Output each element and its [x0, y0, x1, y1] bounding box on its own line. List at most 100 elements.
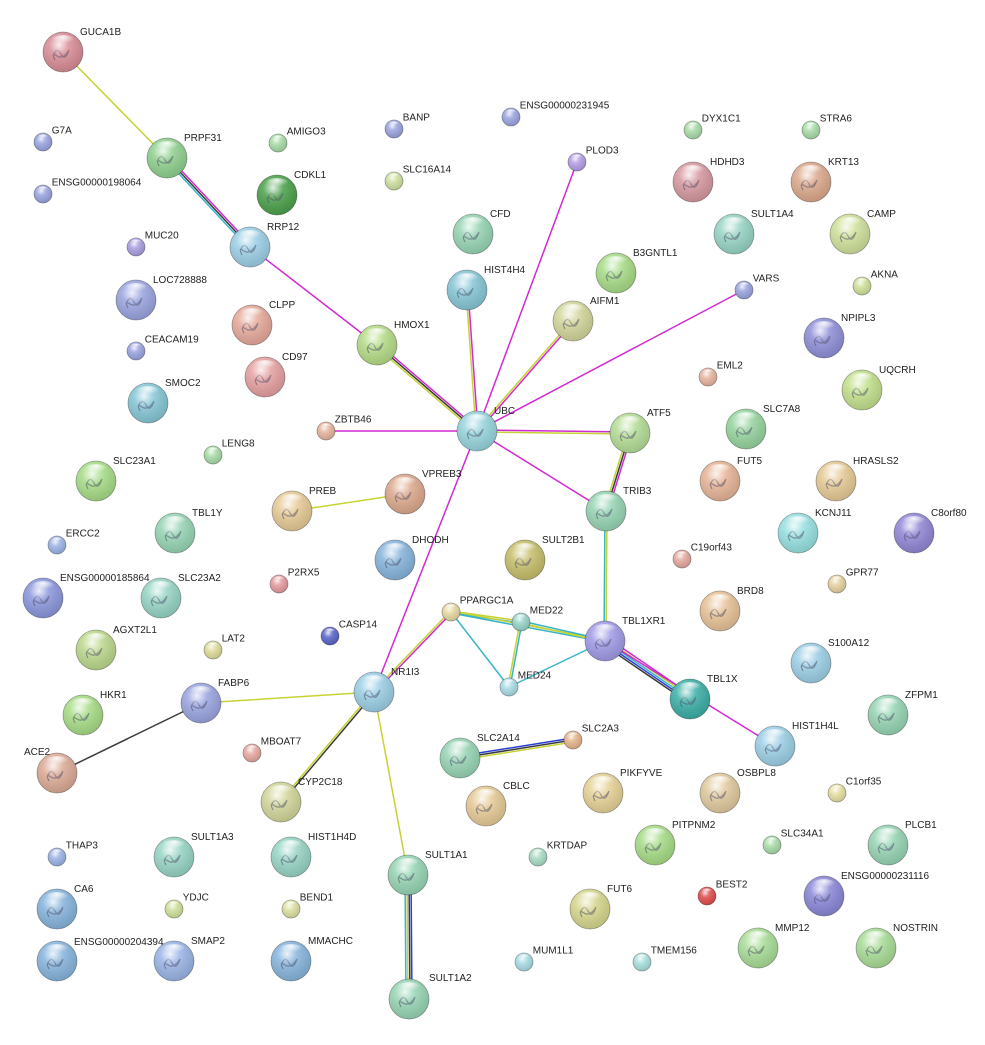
node-stra6[interactable]: STRA6 [801, 113, 852, 140]
node-smap2[interactable]: SMAP2 [153, 936, 225, 982]
node-plcb1[interactable]: PLCB1 [867, 820, 937, 866]
node-mmp12[interactable]: MMP12 [737, 923, 810, 969]
node-fut5[interactable]: FUT5 [699, 456, 762, 502]
node-guca1b[interactable]: GUCA1B [42, 27, 121, 73]
node-b3gntl1[interactable]: B3GNTL1 [595, 248, 678, 294]
node-bend1[interactable]: BEND1 [281, 892, 334, 919]
node-loc728888[interactable]: LOC728888 [115, 275, 207, 321]
edge-ubc-atf5[interactable] [476, 429, 631, 435]
node-pikfyve[interactable]: PIKFYVE [582, 768, 663, 814]
node-fut6[interactable]: FUT6 [569, 884, 632, 930]
edge-nr1i3-sult1a1[interactable] [373, 691, 409, 876]
node-slc2a3[interactable]: SLC2A3 [563, 723, 619, 750]
node-best2[interactable]: BEST2 [697, 879, 748, 906]
node-g7a[interactable]: G7A [33, 125, 72, 152]
node-aifm1[interactable]: AIFM1 [552, 296, 620, 342]
node-slc2a14[interactable]: SLC2A14 [439, 733, 520, 779]
node-cfd[interactable]: CFD [452, 209, 511, 255]
node-thap3[interactable]: THAP3 [47, 840, 98, 867]
node-cblc[interactable]: CBLC [465, 781, 530, 827]
node-hrasls2[interactable]: HRASLS2 [815, 456, 899, 502]
node-ensg00000231945[interactable]: ENSG00000231945 [501, 100, 610, 127]
node-akna[interactable]: AKNA [852, 269, 898, 296]
node-lat2[interactable]: LAT2 [203, 633, 245, 660]
node-mboat7[interactable]: MBOAT7 [242, 736, 302, 763]
edge-plod3-ubc[interactable] [476, 161, 578, 432]
node-rrp12[interactable]: RRP12 [229, 222, 300, 268]
node-hist4h4[interactable]: HIST4H4 [446, 265, 526, 311]
node-ppargc1a[interactable]: PPARGC1A [441, 595, 514, 622]
node-trib3[interactable]: TRIB3 [585, 486, 652, 532]
node-vars[interactable]: VARS [734, 273, 780, 300]
node-leng8[interactable]: LENG8 [203, 438, 255, 465]
edge-sult1a1-sult1a2[interactable] [404, 874, 413, 1000]
edge-guca1b-prpf31[interactable] [62, 51, 168, 159]
node-prpf31[interactable]: PRPF31 [146, 133, 222, 179]
node-tbl1y[interactable]: TBL1Y [154, 508, 223, 554]
node-hist1h4l[interactable]: HIST1H4L [754, 721, 839, 767]
node-hist1h4d[interactable]: HIST1H4D [270, 832, 356, 878]
node-sult2b1[interactable]: SULT2B1 [504, 535, 585, 581]
node-slc23a2[interactable]: SLC23A2 [140, 573, 221, 619]
node-pitpnm2[interactable]: PITPNM2 [634, 820, 716, 866]
node-ca6[interactable]: CA6 [36, 884, 94, 930]
node-c8orf80[interactable]: C8orf80 [893, 508, 967, 554]
node-tbl1xr1[interactable]: TBL1XR1 [584, 616, 666, 662]
node-med24[interactable]: MED24 [499, 670, 552, 697]
node-nostrin[interactable]: NOSTRIN [855, 923, 938, 969]
node-ydjc[interactable]: YDJC [164, 892, 209, 919]
node-kcnj11[interactable]: KCNJ11 [777, 508, 852, 554]
node-krtdap[interactable]: KRTDAP [528, 840, 587, 867]
node-cyp2c18[interactable]: CYP2C18 [260, 777, 343, 823]
node-vpreb3[interactable]: VPREB3 [384, 469, 462, 515]
edge-vars-ubc[interactable] [476, 289, 745, 432]
edge-hmox1-ubc[interactable] [375, 342, 479, 434]
node-preb[interactable]: PREB [271, 486, 337, 532]
edge-ubc-trib3[interactable] [476, 430, 607, 512]
edge-med22-med24[interactable] [507, 621, 523, 688]
node-ensg00000231116[interactable]: ENSG00000231116 [803, 871, 929, 917]
node-uqcrh[interactable]: UQCRH [841, 365, 916, 411]
node-zfpm1[interactable]: ZFPM1 [867, 690, 938, 736]
edge-ubc-nr1i3[interactable] [373, 430, 478, 693]
node-tmem156[interactable]: TMEM156 [632, 945, 697, 972]
node-slc7a8[interactable]: SLC7A8 [725, 404, 801, 450]
node-ensg00000185864[interactable]: ENSG00000185864 [22, 573, 150, 619]
node-sult1a4[interactable]: SULT1A4 [713, 209, 794, 255]
node-hdhd3[interactable]: HDHD3 [672, 157, 745, 203]
node-dhodh[interactable]: DHODH [374, 535, 449, 581]
node-slc34a1[interactable]: SLC34A1 [762, 828, 824, 855]
edge-fabp6-ace2[interactable] [56, 702, 202, 774]
edge-hist4h4-ubc[interactable] [465, 289, 479, 432]
node-ace2[interactable]: ACE2 [24, 747, 78, 794]
edge-aifm1-ubc[interactable] [475, 319, 575, 433]
node-dyx1c1[interactable]: DYX1C1 [683, 113, 741, 140]
node-sult1a2[interactable]: SULT1A2 [388, 973, 472, 1020]
node-clpp[interactable]: CLPP [231, 300, 295, 346]
node-camp[interactable]: CAMP [829, 209, 896, 255]
node-banp[interactable]: BANP [384, 112, 430, 139]
node-smoc2[interactable]: SMOC2 [127, 378, 201, 424]
node-npipl3[interactable]: NPIPL3 [803, 313, 876, 359]
node-krt13[interactable]: KRT13 [790, 157, 859, 203]
node-ercc2[interactable]: ERCC2 [47, 528, 100, 555]
node-cd97[interactable]: CD97 [244, 352, 308, 398]
node-mum1l1[interactable]: MUM1L1 [514, 945, 574, 972]
edge-ppargc1a-med24[interactable] [450, 611, 510, 688]
node-med22[interactable]: MED22 [511, 605, 564, 632]
edge-rrp12-hmox1[interactable] [249, 246, 378, 346]
edge-nr1i3-cyp2c18[interactable] [279, 690, 376, 804]
node-ceacam19[interactable]: CEACAM19 [126, 334, 199, 361]
node-hmox1[interactable]: HMOX1 [356, 320, 430, 366]
node-slc16a14[interactable]: SLC16A14 [384, 164, 452, 191]
edge-prpf31-rrp12[interactable] [164, 156, 253, 249]
node-ensg00000198064[interactable]: ENSG00000198064 [33, 177, 142, 204]
node-eml2[interactable]: EML2 [698, 360, 743, 387]
node-zbtb46[interactable]: ZBTB46 [316, 414, 372, 441]
node-brd8[interactable]: BRD8 [699, 586, 764, 632]
node-ubc[interactable]: UBC [456, 406, 515, 452]
node-slc23a1[interactable]: SLC23A1 [75, 456, 156, 502]
node-c1orf35[interactable]: C1orf35 [827, 776, 882, 803]
node-muc20[interactable]: MUC20 [126, 230, 179, 257]
node-p2rx5[interactable]: P2RX5 [269, 567, 320, 594]
